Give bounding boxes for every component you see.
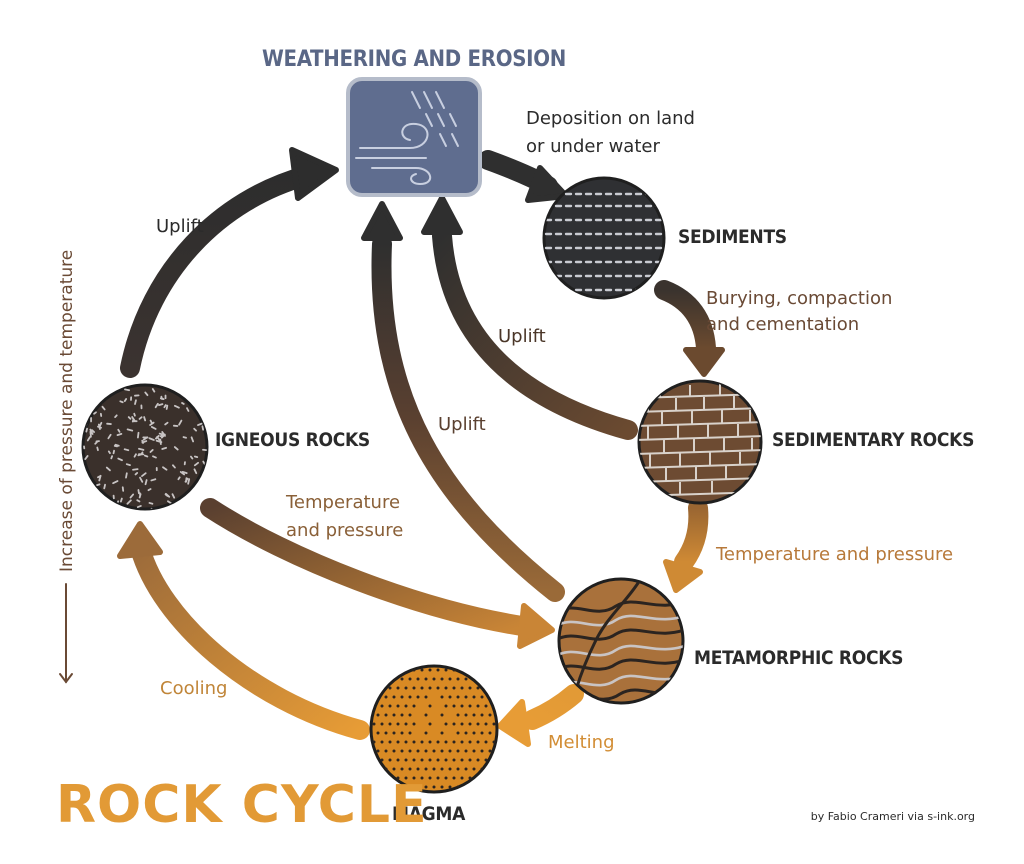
page-title: ROCK CYCLE (56, 775, 428, 835)
temp-pressure-left-label-line2: and pressure (286, 520, 403, 541)
arrow-uplift-igneous (120, 166, 315, 378)
arrowhead-cooling (117, 521, 163, 559)
arrow-cooling (130, 538, 370, 740)
uplift-igneous-label: Uplift (156, 216, 204, 237)
arrowhead-temp-pressure-right (663, 559, 703, 593)
burying-label-line1: Burying, compaction (706, 288, 892, 309)
cooling-label: Cooling (160, 678, 227, 699)
sediments-icon (542, 176, 666, 300)
uplift-sedimentary-label: Uplift (498, 326, 546, 347)
arrowhead-uplift-igneous (289, 147, 339, 201)
weathering-icon (346, 77, 482, 197)
sedimentary-rocks-label: SEDIMENTARY ROCKS (772, 429, 974, 451)
arrowhead-uplift-metamorphic (361, 201, 403, 241)
arrowhead-melting (497, 699, 531, 747)
uplift-metamorphic-label: Uplift (438, 414, 486, 435)
arrow-temp-pressure-right (674, 498, 709, 572)
temp-pressure-right-label: Temperature and pressure (715, 544, 953, 565)
arrowhead-temp-pressure-left (517, 603, 555, 649)
side-axis-label: Increase of pressure and temperature (57, 250, 77, 572)
igneous-rocks-label: IGNEOUS ROCKS (215, 429, 370, 451)
arrowhead-deposition (525, 165, 569, 203)
arrowhead-uplift-sedimentary (421, 195, 463, 235)
arrow-melting (522, 684, 584, 730)
arrow-temp-pressure-left (200, 498, 532, 636)
magma-icon (369, 664, 499, 794)
arrow-burying (654, 280, 716, 358)
arrow-uplift-sedimentary (432, 226, 638, 440)
sediments-label: SEDIMENTS (678, 226, 787, 248)
magma-label: MAGMA (392, 803, 466, 825)
arrowhead-burying (683, 347, 725, 377)
sedimentary-rocks-icon (637, 379, 763, 505)
deposition-label-line2: or under water (526, 136, 660, 157)
deposition-label-line1: Deposition on land (526, 108, 695, 129)
weathering-label: WEATHERING AND EROSION (262, 47, 566, 72)
melting-label: Melting (548, 732, 615, 753)
metamorphic-rocks-label: METAMORPHIC ROCKS (694, 647, 903, 669)
temp-pressure-left-label-line1: Temperature (285, 492, 400, 513)
side-axis-arrow (59, 583, 73, 684)
metamorphic-rocks-icon (557, 577, 685, 705)
igneous-rocks-icon (81, 383, 209, 511)
arrow-uplift-metamorphic (371, 234, 565, 602)
burying-label-line2: and cementation (706, 314, 859, 335)
credit-text: by Fabio Crameri via s-ink.org (811, 810, 975, 823)
